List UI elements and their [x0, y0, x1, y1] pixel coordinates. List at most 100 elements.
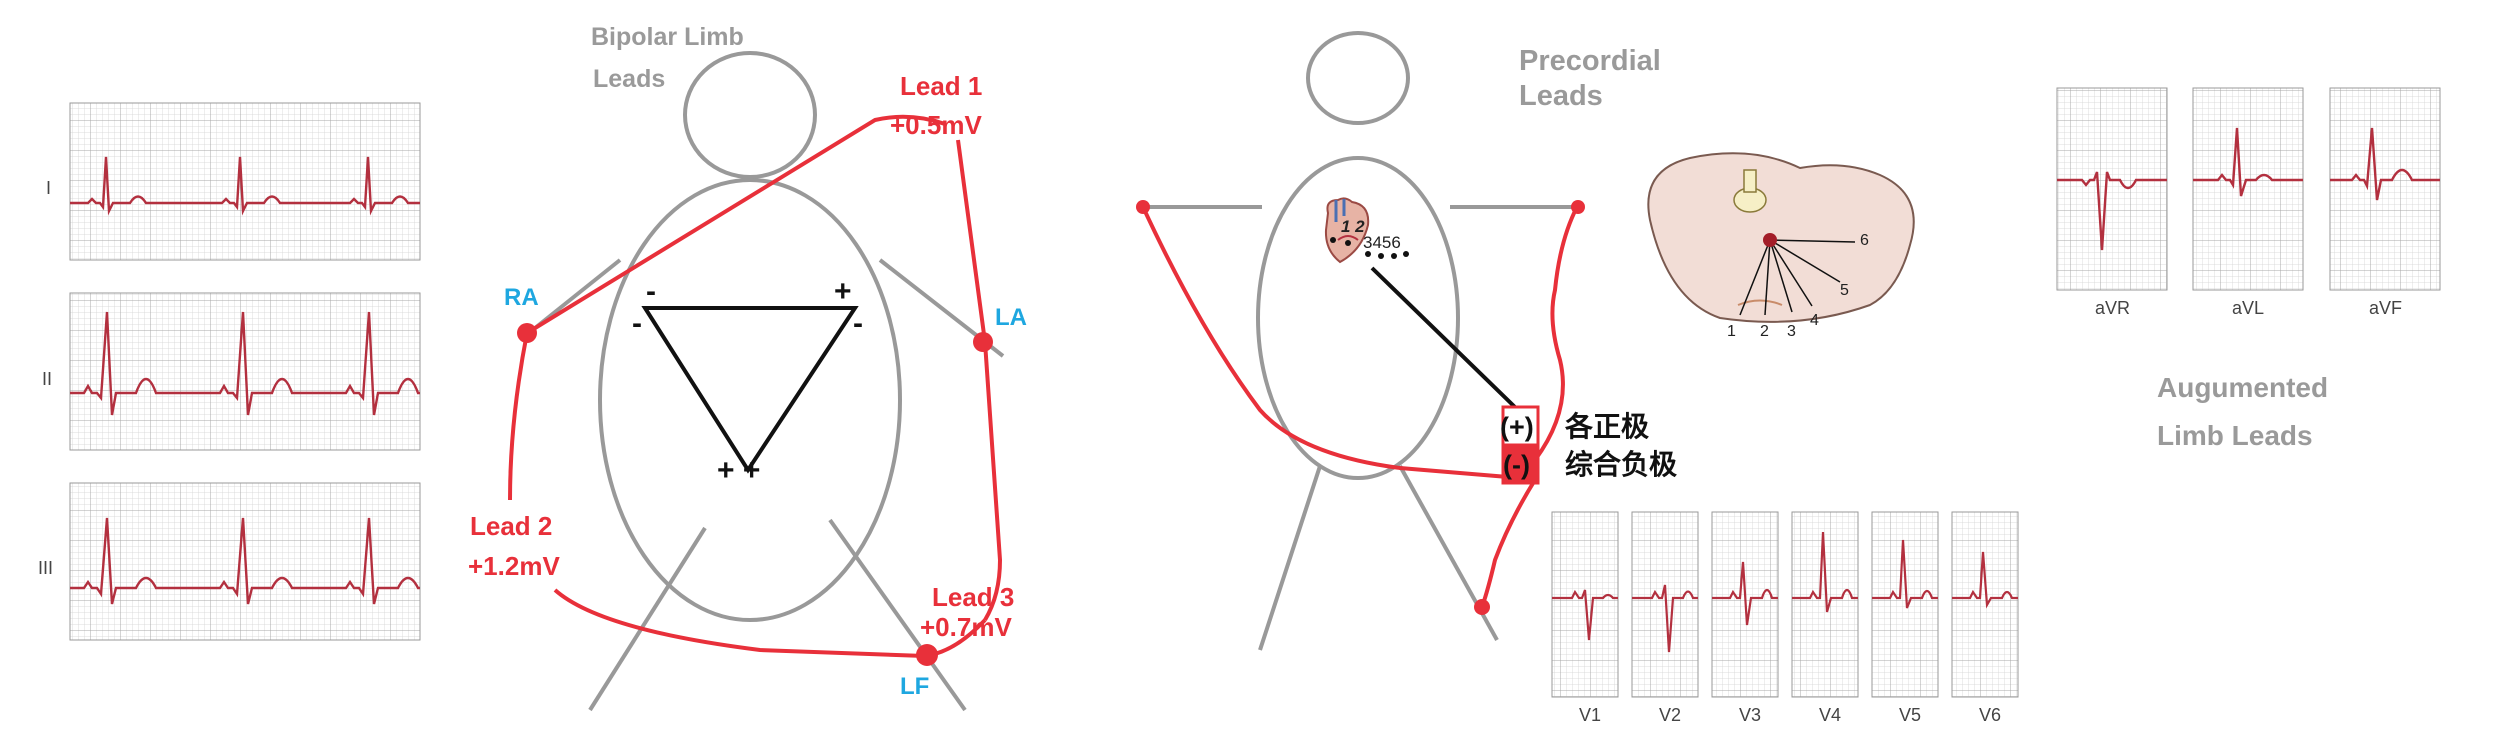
avf-label: aVF	[2369, 298, 2402, 318]
electrode-v2-dot	[1345, 240, 1351, 246]
strip-label-i: I	[46, 178, 51, 198]
v2-grid	[1631, 511, 1699, 698]
v6-trace	[1952, 551, 2018, 609]
precordial-strips: V1 V2 V3 V4 V5 V6	[1551, 511, 2019, 725]
triangle-plus-bottom: + +	[717, 454, 760, 487]
lead2-wire-b	[553, 588, 987, 659]
vertebra-icon	[1733, 169, 1767, 213]
v6-label: V6	[1979, 705, 2001, 725]
v1-trace	[1552, 589, 1618, 641]
positive-text: 各正极	[1564, 410, 1649, 442]
precordial-left-wire-upper	[1533, 206, 1579, 462]
electrode-v5-dot	[1391, 253, 1397, 259]
electrode-left-leg	[1474, 599, 1490, 615]
lead2-wire-a	[508, 332, 529, 501]
v3-trace	[1712, 561, 1778, 626]
chest-cross-section: 1 2 3 4 5 6	[1647, 152, 1915, 340]
negative-box	[1501, 445, 1540, 485]
bipolar-title-line2: Leads	[593, 65, 665, 93]
ecg-trace-iii	[70, 517, 420, 605]
v2-trace	[1632, 584, 1698, 653]
v5-trace	[1872, 539, 1938, 609]
precordial-head	[1306, 31, 1410, 125]
triangle-minus-left: -	[632, 307, 642, 340]
strip-label-ii: II	[42, 369, 52, 389]
v1-label: V1	[1579, 705, 1601, 725]
lead1-name: Lead 1	[900, 71, 982, 101]
v6-grid	[1951, 511, 2019, 698]
lead3-value: +0.7mV	[920, 612, 1012, 642]
bipolar-figure: - - + - + + Bipolar Limb Leads Lead 1 +0…	[468, 23, 1027, 712]
ecg-trace-ii	[70, 311, 420, 416]
precordial-title-line1: Precordial	[1519, 45, 1661, 77]
strip-label-iii: III	[38, 558, 53, 578]
lead1-value: +0.5mV	[890, 110, 982, 140]
augmented-title-line2: Limb Leads	[2157, 420, 2313, 451]
exploring-electrode-wire	[1370, 266, 1522, 414]
avl-label: aVL	[2232, 298, 2264, 318]
sternum	[1737, 299, 1783, 306]
electrode-ra	[517, 323, 537, 343]
electrode-v3-dot	[1365, 251, 1371, 257]
section-number-4: 4	[1810, 312, 1819, 329]
electrode-la	[973, 332, 993, 352]
precordial-figure: 1 2 3456 (+) (-) 各正极 综合负极 Precordial Lea…	[1136, 31, 1677, 651]
bipolar-right-arm	[533, 258, 622, 330]
chest-numbers-left: 1 2	[1341, 217, 1365, 236]
negative-text: 综合负极	[1565, 448, 1677, 480]
v4-grid	[1791, 511, 1859, 698]
electrode-v1-dot	[1330, 237, 1336, 243]
section-number-5: 5	[1840, 282, 1849, 299]
triangle-minus-right: -	[853, 307, 863, 340]
section-number-6: 6	[1860, 232, 1869, 249]
electrode-lf	[916, 644, 938, 666]
avr-label: aVR	[2095, 298, 2130, 318]
section-arrows	[1739, 239, 1856, 316]
v2-label: V2	[1659, 705, 1681, 725]
avf-grid	[2329, 87, 2441, 291]
positive-box	[1501, 405, 1540, 447]
section-number-3: 3	[1787, 323, 1796, 340]
negative-symbol: (-)	[1503, 450, 1530, 480]
heart-icon	[1324, 197, 1370, 264]
avr-trace	[2057, 171, 2167, 251]
augmented-title-line1: Augumented	[2157, 372, 2328, 403]
lead3-wire	[956, 139, 1003, 622]
lead3-name: Lead 3	[932, 582, 1014, 612]
lead2-name: Lead 2	[470, 511, 552, 541]
label-ra: RA	[504, 284, 539, 311]
label-lf: LF	[900, 673, 929, 700]
precordial-right-leg	[1258, 465, 1322, 651]
electrode-right-arm	[1136, 200, 1150, 214]
v4-label: V4	[1819, 705, 1841, 725]
avl-grid	[2192, 87, 2304, 291]
limb-lead-strips: I II III	[38, 102, 421, 641]
einthoven-triangle	[641, 306, 859, 474]
precordial-title-line2: Leads	[1519, 80, 1603, 112]
precordial-right-wire	[1141, 206, 1521, 480]
section-number-1: 1	[1727, 323, 1736, 340]
bipolar-left-leg	[828, 518, 967, 712]
triangle-plus-top-right: +	[834, 275, 852, 308]
ecg-trace-i	[70, 156, 420, 216]
v1-grid	[1551, 511, 1619, 698]
v5-grid	[1871, 511, 1939, 698]
section-number-2: 2	[1760, 323, 1769, 340]
chest-numbers-right: 3456	[1363, 233, 1401, 252]
bipolar-torso	[598, 178, 902, 622]
v3-label: V3	[1739, 705, 1761, 725]
precordial-torso	[1256, 156, 1460, 480]
v5-label: V5	[1899, 705, 1921, 725]
label-la: LA	[995, 304, 1027, 331]
augmented-strips: aVR aVL aVF Augumented Limb Leads	[2056, 87, 2441, 451]
v4-trace	[1792, 531, 1858, 613]
chest-outline	[1647, 152, 1915, 323]
lead2-value: +1.2mV	[468, 551, 560, 581]
electrode-v4-dot	[1378, 253, 1384, 259]
electrode-left-arm	[1571, 200, 1585, 214]
strip-grid-i	[69, 102, 421, 261]
triangle-minus-top-left: -	[646, 275, 656, 308]
avr-grid	[2056, 87, 2168, 291]
